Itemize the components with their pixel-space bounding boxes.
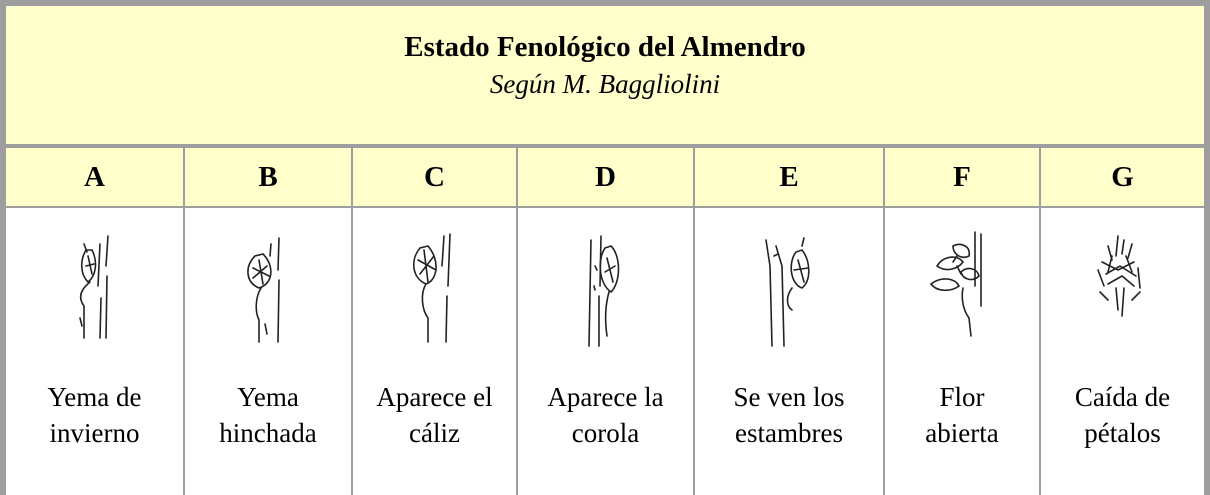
almond-stamens-illustration <box>765 237 810 347</box>
stage-caption-line2: estambres <box>735 418 843 448</box>
stage-column-g: G Caída de pétalos <box>1039 146 1204 495</box>
almond-open-flower-illustration <box>929 231 982 337</box>
stage-caption-line1: Aparece la <box>547 382 664 412</box>
almond-petal-fall-illustration <box>1096 235 1141 317</box>
stage-column-b: B Yema hinchada <box>183 146 351 495</box>
stage-letter: F <box>885 146 1039 208</box>
stage-column-a: A Yema de invierno <box>6 146 183 495</box>
stage-caption: Yema hinchada <box>185 379 351 451</box>
stage-column-d: D Aparece la corola <box>516 146 693 495</box>
stage-caption-line1: Aparece el <box>376 382 493 412</box>
table-title: Estado Fenológico del Almendro <box>404 31 806 63</box>
stage-caption-line2: cáliz <box>409 418 460 448</box>
stage-caption-line2: invierno <box>49 418 140 448</box>
stage-column-e: E Se ven los estambres <box>693 146 883 495</box>
stage-caption-line1: Caída de <box>1074 382 1171 412</box>
stage-caption-line2: abierta <box>925 418 999 448</box>
stage-letter: B <box>185 146 351 208</box>
stage-caption-line1: Yema <box>237 382 299 412</box>
stage-caption: Yema de invierno <box>6 379 183 451</box>
almond-bud-winter-illustration <box>78 235 109 339</box>
almond-bud-swollen-illustration <box>247 237 280 343</box>
stage-caption-line1: Flor <box>939 382 985 412</box>
stages-grid: A Yema de invierno B <box>6 146 1204 495</box>
stage-caption: Aparece la corola <box>518 379 693 451</box>
stage-letter: D <box>518 146 693 208</box>
stage-caption: Caída de pétalos <box>1041 379 1204 451</box>
stage-caption-line2: pétalos <box>1084 418 1161 448</box>
stage-caption-line1: Yema de <box>47 382 142 412</box>
almond-corolla-illustration <box>587 235 619 347</box>
stage-letter: G <box>1041 146 1204 208</box>
table-title-cell: Estado Fenológico del Almendro Según M. … <box>6 6 1204 146</box>
stage-caption: Aparece el cáliz <box>353 379 516 451</box>
stage-caption: Flor abierta <box>885 379 1039 451</box>
table-subtitle: Según M. Baggliolini <box>489 69 721 99</box>
stage-caption-line1: Se ven los <box>733 382 845 412</box>
stage-column-c: C Aparece el cáliz <box>351 146 516 495</box>
stage-caption-line2: hinchada <box>219 418 317 448</box>
stage-caption-line2: corola <box>571 418 640 448</box>
stage-caption: Se ven los estambres <box>695 379 883 451</box>
almond-calyx-illustration <box>412 233 451 343</box>
stage-column-f: F Flor abierta <box>883 146 1039 495</box>
stage-letter: E <box>695 146 883 208</box>
stage-letter: C <box>353 146 516 208</box>
stage-letter: A <box>6 146 183 208</box>
